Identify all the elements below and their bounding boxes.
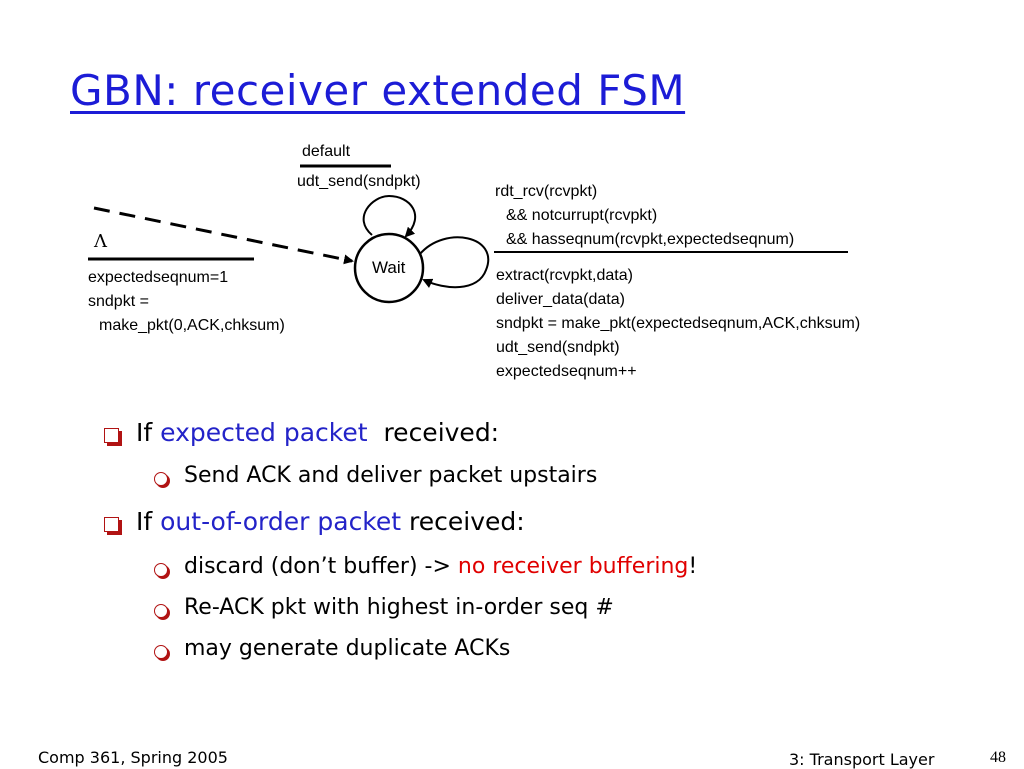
sub-bullet-marker-2-1 [154, 563, 168, 577]
bullet-2-highlight: out-of-order packet [160, 507, 402, 536]
right-action-1: extract(rcvpkt,data) [496, 267, 633, 284]
page-number: 48 [990, 749, 1006, 766]
sub-bullet-marker-1-1 [154, 472, 168, 486]
footer-course: Comp 361, Spring 2005 [38, 748, 228, 767]
sub-bullet-1-1: Send ACK and deliver packet upstairs [184, 463, 598, 488]
initial-action-3: make_pkt(0,ACK,chksum) [99, 317, 285, 334]
footer-chapter: 3: Transport Layer [789, 750, 935, 769]
sub-bullet-2-3: may generate duplicate ACKs [184, 636, 511, 661]
sub-bullet-marker-2-2 [154, 604, 168, 618]
wait-state-circle [353, 232, 425, 304]
sub-bullet-2-1-text: discard (don’t buffer) -> [184, 554, 458, 579]
initial-condition-lambda: Λ [94, 231, 107, 252]
wait-state-label: Wait [372, 258, 406, 277]
sub-bullet-2-1-after: ! [688, 554, 698, 579]
bullet-1-suffix: received: [367, 418, 500, 447]
initial-action-1: expectedseqnum=1 [88, 269, 229, 286]
top-loop-action: udt_send(sndpkt) [297, 173, 421, 190]
bullet-2: If out-of-order packet received: [136, 507, 525, 536]
top-loop-condition: default [302, 143, 351, 160]
sub-bullet-2-1: discard (don’t buffer) -> no receiver bu… [184, 554, 697, 579]
right-action-4: udt_send(sndpkt) [496, 339, 620, 356]
top-self-loop-arrow [362, 194, 417, 238]
sub-bullet-2-1-emphasis: no receiver buffering [457, 554, 689, 579]
initial-action-2: sndpkt = [88, 293, 149, 310]
bullet-2-suffix: received: [401, 507, 525, 536]
bullet-marker-2 [104, 517, 119, 532]
bullet-1-highlight: expected packet [160, 418, 368, 447]
right-action-5: expectedseqnum++ [496, 363, 637, 380]
right-condition-3: && hasseqnum(rcvpkt,expectedseqnum) [506, 231, 795, 248]
right-condition-1: rdt_rcv(rcvpkt) [495, 183, 598, 200]
initial-transition-arrow [93, 206, 354, 265]
slide-title: GBN: receiver extended FSM [70, 66, 686, 115]
bullet-1: If expected packet received: [136, 418, 499, 447]
right-self-loop-arrow [419, 236, 490, 289]
sub-bullet-marker-2-3 [154, 645, 168, 659]
right-action-3: sndpkt = make_pkt(expectedseqnum,ACK,chk… [496, 315, 861, 332]
bullet-2-prefix: If [136, 507, 161, 536]
bullet-1-prefix: If [136, 418, 161, 447]
sub-bullet-2-2: Re-ACK pkt with highest in-order seq # [184, 595, 614, 620]
fsm-diagram [88, 164, 848, 304]
bullet-marker-1 [104, 428, 119, 443]
right-action-2: deliver_data(data) [496, 291, 625, 308]
right-condition-2: && notcurrupt(rcvpkt) [506, 207, 658, 224]
